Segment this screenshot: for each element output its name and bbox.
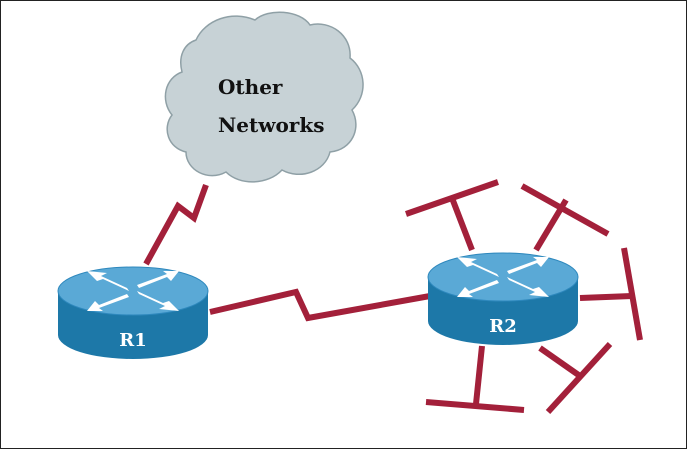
ethernet-bar-right xyxy=(621,247,643,341)
other-networks-cloud: Other Networks xyxy=(164,11,364,183)
router-r2-top xyxy=(427,252,579,302)
router-r1-label: R1 xyxy=(119,330,146,351)
router-r2: R2 xyxy=(427,252,579,345)
cloud-label-line1: Other xyxy=(218,75,283,99)
ethernet-bar-bottom xyxy=(425,399,525,413)
r2-ethernet-segments xyxy=(405,179,643,415)
serial-link-r1-r2 xyxy=(209,288,431,322)
ethernet-stem-bottom-right xyxy=(538,345,582,379)
router-r2-label: R2 xyxy=(489,316,516,337)
ethernet-stem-top-left xyxy=(449,196,475,252)
cloud-label-line2: Networks xyxy=(218,113,324,137)
ethernet-stem-bottom xyxy=(473,345,485,405)
router-r1: R1 xyxy=(57,266,209,359)
cloud-shape xyxy=(164,11,364,183)
router-arrows-icon xyxy=(87,271,179,311)
ethernet-bar-top-right xyxy=(520,183,610,237)
ethernet-bar-top-left xyxy=(405,179,499,217)
serial-link-cloud-r1 xyxy=(143,183,209,266)
ethernet-stem-right xyxy=(579,293,633,301)
ethernet-bar-bottom-right xyxy=(545,341,613,415)
router-arrows-icon xyxy=(457,257,549,297)
router-r1-top xyxy=(57,266,209,316)
